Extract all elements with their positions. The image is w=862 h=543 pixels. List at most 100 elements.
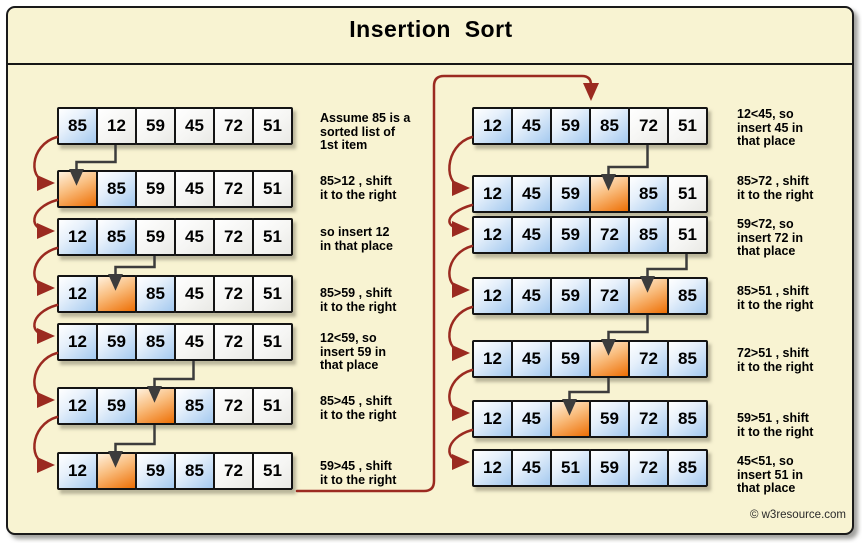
array-cell: 51 <box>667 216 708 254</box>
array-cell: 12 <box>472 107 513 145</box>
array-cell: 51 <box>252 107 293 145</box>
array-cell: 51 <box>252 452 293 490</box>
array-cell: 72 <box>213 170 254 208</box>
array-cell: 85 <box>57 107 98 145</box>
array-cell: 72 <box>628 340 669 378</box>
array-cell: 45 <box>511 175 552 213</box>
empty-slot-cell <box>550 400 591 438</box>
array-cell: 72 <box>628 400 669 438</box>
array-cell: 59 <box>550 340 591 378</box>
array-cell: 72 <box>628 107 669 145</box>
array-cell: 72 <box>589 216 630 254</box>
array-cell: 51 <box>667 107 708 145</box>
array-cell: 59 <box>135 452 176 490</box>
array-cell: 12 <box>472 216 513 254</box>
array-cell: 45 <box>174 275 215 313</box>
array-cell: 59 <box>550 216 591 254</box>
array-cell: 45 <box>174 107 215 145</box>
array-cell: 12 <box>57 275 98 313</box>
array-cell: 51 <box>252 275 293 313</box>
array-cell: 12 <box>472 449 513 487</box>
array-cell: 72 <box>213 218 254 256</box>
array-cell: 45 <box>511 107 552 145</box>
array-cell: 85 <box>667 449 708 487</box>
array-cell: 59 <box>135 107 176 145</box>
array-cell: 85 <box>174 452 215 490</box>
array-cell: 85 <box>135 275 176 313</box>
array-cell: 45 <box>511 400 552 438</box>
array-cell: 51 <box>252 387 293 425</box>
array-cell: 12 <box>472 400 513 438</box>
array-cell: 85 <box>96 218 137 256</box>
empty-slot-cell <box>135 387 176 425</box>
array-cell: 12 <box>472 277 513 315</box>
empty-slot-cell <box>57 170 98 208</box>
array-cell: 85 <box>667 340 708 378</box>
array-cell: 45 <box>511 216 552 254</box>
array-cell: 45 <box>511 340 552 378</box>
empty-slot-cell <box>628 277 669 315</box>
array-cell: 12 <box>96 107 137 145</box>
array-cell: 51 <box>252 170 293 208</box>
array-cell: 72 <box>589 277 630 315</box>
array-cell: 12 <box>472 175 513 213</box>
array-cell: 59 <box>135 170 176 208</box>
diagram-title: Insertion Sort <box>349 16 513 42</box>
array-cell: 59 <box>135 218 176 256</box>
empty-slot-cell <box>96 452 137 490</box>
watermark: © w3resource.com <box>749 509 846 521</box>
array-cell: 51 <box>550 449 591 487</box>
array-cell: 85 <box>96 170 137 208</box>
array-cell: 12 <box>57 218 98 256</box>
array-cell: 45 <box>174 218 215 256</box>
array-cell: 12 <box>57 387 98 425</box>
array-cell: 72 <box>213 107 254 145</box>
empty-slot-cell <box>589 175 630 213</box>
array-cell: 72 <box>628 449 669 487</box>
array-cell: 51 <box>667 175 708 213</box>
array-cell: 12 <box>57 323 98 361</box>
array-cell: 85 <box>135 323 176 361</box>
array-cell: 85 <box>589 107 630 145</box>
array-cell: 85 <box>628 175 669 213</box>
array-cell: 51 <box>252 218 293 256</box>
array-cell: 59 <box>589 449 630 487</box>
empty-slot-cell <box>589 340 630 378</box>
array-cell: 59 <box>550 175 591 213</box>
array-cell: 72 <box>213 323 254 361</box>
array-cell: 85 <box>628 216 669 254</box>
array-cell: 85 <box>174 387 215 425</box>
array-cell: 72 <box>213 452 254 490</box>
array-cell: 72 <box>213 387 254 425</box>
array-cell: 85 <box>667 277 708 315</box>
title-divider <box>8 63 854 65</box>
empty-slot-cell <box>96 275 137 313</box>
array-cell: 59 <box>589 400 630 438</box>
